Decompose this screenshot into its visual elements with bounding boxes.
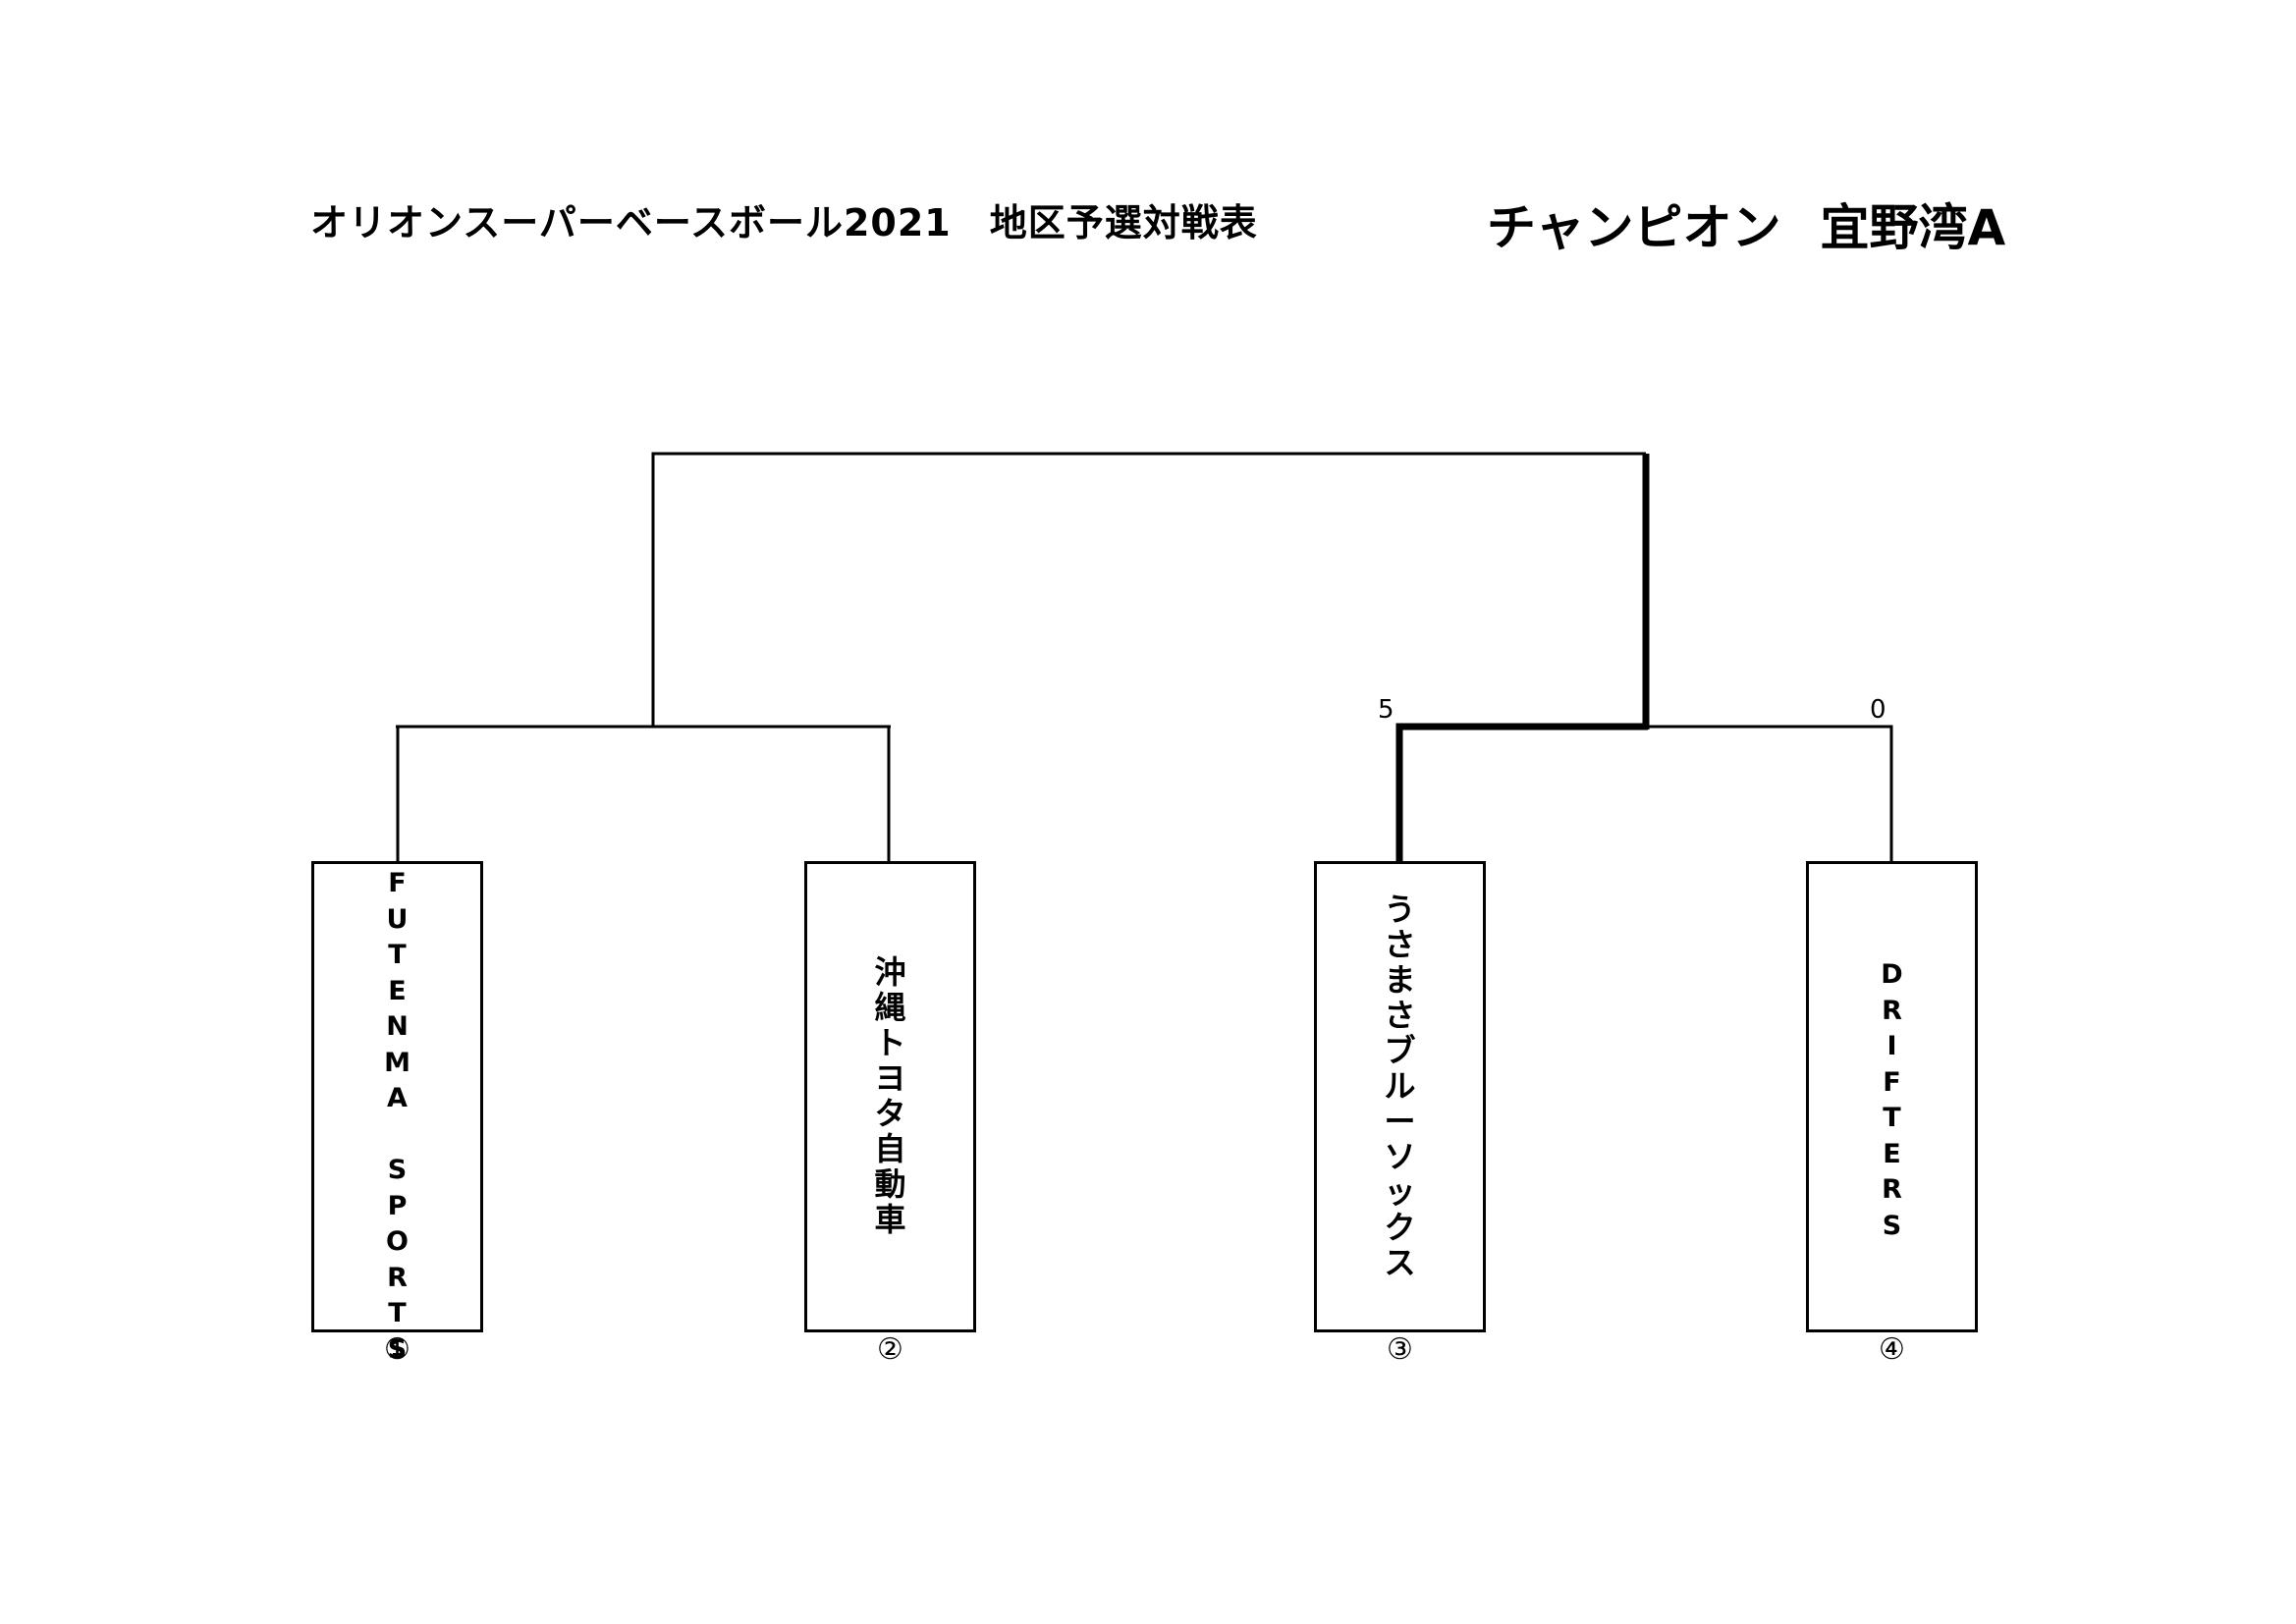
- team-number-4: ④: [1879, 1332, 1905, 1367]
- team-name-char: 沖: [874, 953, 906, 991]
- team-name-char: 自: [874, 1130, 906, 1167]
- team-name-char: T: [1883, 1103, 1901, 1133]
- team-name-char: R: [1882, 995, 1902, 1026]
- team-number-2: ②: [877, 1332, 903, 1367]
- team-name-char: I: [1886, 1031, 1897, 1061]
- team-name-char: ク: [1384, 1209, 1416, 1246]
- champion-line: チャンピオン宜野湾A: [1487, 189, 2005, 259]
- team-name-char: S: [387, 1155, 408, 1185]
- team-name-char: 動: [874, 1165, 906, 1203]
- team-name-char: う: [1384, 891, 1416, 928]
- team-name-char: F: [388, 868, 407, 898]
- score-team4: 0: [1870, 695, 1886, 725]
- team-name-char: ま: [1384, 961, 1416, 999]
- team-name-char: ッ: [1384, 1173, 1416, 1211]
- team-name-char: ー: [1384, 1103, 1416, 1140]
- team-name-char: T: [388, 940, 407, 970]
- team-name-char: A: [387, 1083, 408, 1113]
- team-name-char: F: [1883, 1066, 1901, 1098]
- team-name-char: タ: [874, 1095, 906, 1132]
- page-title: オリオンスーパーベースボール2021 地区予選対戦表: [310, 201, 1258, 244]
- team-name-char: E: [1883, 1138, 1901, 1169]
- team-box-3: うさまさブルーソックス: [1314, 861, 1486, 1332]
- team-name-char: 縄: [874, 989, 906, 1026]
- team-name-char: O: [386, 1226, 409, 1257]
- team-name-char: ヨ: [874, 1059, 906, 1097]
- team-name-char: U: [386, 903, 409, 935]
- team-box-2: 沖縄トヨタ自動車: [804, 861, 976, 1332]
- bracket-line-match34-loser: [1646, 725, 1893, 861]
- team-name-char: S: [1882, 1210, 1902, 1241]
- team-name-char: N: [386, 1011, 409, 1042]
- team-name-char: ス: [1384, 1244, 1416, 1281]
- team-number-3: ③: [1387, 1332, 1413, 1367]
- team-name-char: P: [387, 1190, 408, 1221]
- team-name-char: ソ: [1384, 1138, 1416, 1175]
- team-name-char: さ: [1384, 926, 1416, 963]
- team-name-char: R: [387, 1262, 408, 1293]
- team-name-char: D: [1881, 959, 1903, 990]
- team-name-char: [314, 1117, 480, 1154]
- team-name-3: うさまさブルーソックス: [1317, 892, 1483, 1280]
- bracket-line-final-left: [651, 452, 1646, 727]
- team-name-char: 車: [874, 1201, 906, 1238]
- team-name-char: E: [388, 975, 407, 1006]
- team-name-char: ト: [874, 1024, 906, 1061]
- champion-team: 宜野湾A: [1820, 199, 2006, 256]
- team-name-char: さ: [1384, 997, 1416, 1034]
- bracket-line-team3-winner: [1395, 723, 1648, 861]
- team-name-char: T: [388, 1298, 407, 1328]
- team-name-char: R: [1882, 1174, 1902, 1205]
- score-team3: 5: [1378, 695, 1394, 725]
- champion-label: チャンピオン: [1487, 199, 1781, 256]
- team-name-char: ブ: [1384, 1032, 1416, 1069]
- team-name-2: 沖縄トヨタ自動車: [807, 954, 973, 1237]
- team-name-char: S: [387, 1333, 408, 1365]
- team-name-char: M: [384, 1047, 410, 1078]
- team-name-char: ル: [1384, 1067, 1416, 1105]
- team-number-1: ①: [384, 1332, 410, 1367]
